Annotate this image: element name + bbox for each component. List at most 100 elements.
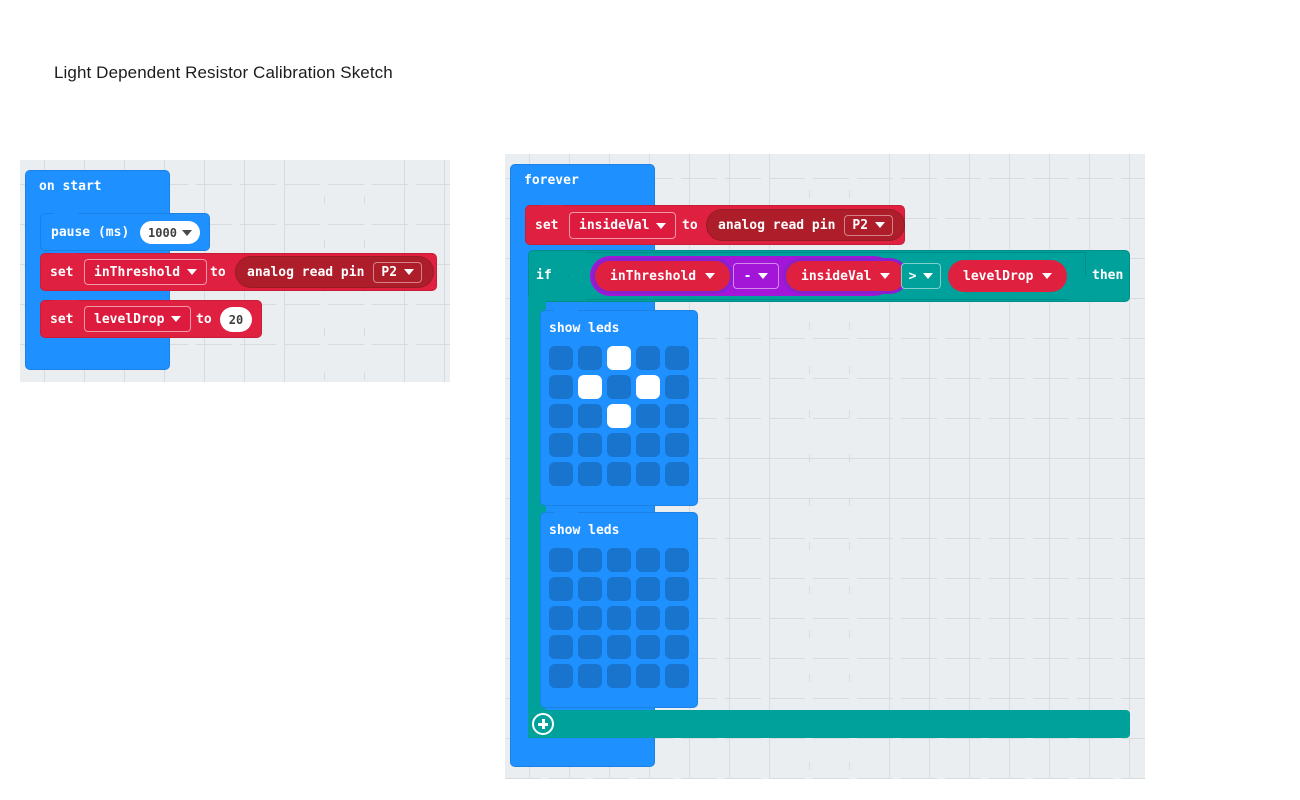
led-cell-3-3[interactable] — [636, 433, 660, 457]
led-cell-0-1[interactable] — [578, 346, 602, 370]
led-cell-0-1[interactable] — [578, 548, 602, 572]
led-cell-0-0[interactable] — [549, 346, 573, 370]
led-cell-1-2[interactable] — [607, 375, 631, 399]
led-cell-2-0[interactable] — [549, 404, 573, 428]
led-cell-4-0[interactable] — [549, 462, 573, 486]
led-cell-1-1[interactable] — [578, 375, 602, 399]
led-cell-4-4[interactable] — [665, 664, 689, 688]
led-cell-3-1[interactable] — [578, 635, 602, 659]
block-notch — [54, 300, 78, 306]
led-cell-3-4[interactable] — [665, 635, 689, 659]
set-keyword: set — [50, 265, 74, 280]
led-matrix-1[interactable] — [549, 346, 689, 486]
led-cell-1-0[interactable] — [549, 577, 573, 601]
led-cell-0-0[interactable] — [549, 548, 573, 572]
led-cell-3-0[interactable] — [549, 433, 573, 457]
variable-name: inThreshold — [94, 264, 181, 280]
led-cell-2-1[interactable] — [578, 404, 602, 428]
chevron-down-icon — [705, 273, 716, 279]
led-cell-4-1[interactable] — [578, 664, 602, 688]
variable-reporter-leveldrop[interactable]: levelDrop — [948, 260, 1068, 292]
pin-value: P2 — [852, 217, 869, 233]
led-cell-3-2[interactable] — [607, 635, 631, 659]
variable-reporter-inthreshold[interactable]: inThreshold — [595, 261, 731, 291]
led-cell-4-3[interactable] — [636, 462, 660, 486]
variable-dropdown-insideval[interactable]: insideVal — [569, 212, 677, 239]
leveldrop-value-field[interactable]: 20 — [220, 307, 252, 332]
block-notch — [554, 512, 578, 518]
variable-reporter-insideval[interactable]: insideVal — [786, 261, 906, 291]
led-cell-0-4[interactable] — [665, 346, 689, 370]
add-else-plus-icon[interactable] — [532, 713, 554, 735]
led-cell-4-4[interactable] — [665, 462, 689, 486]
block-set-leveldrop[interactable]: set levelDrop to 20 — [40, 300, 262, 338]
variable-name: levelDrop — [963, 268, 1034, 284]
led-cell-2-2[interactable] — [607, 606, 631, 630]
variable-name: insideVal — [801, 268, 872, 284]
comparison-operator: > — [908, 268, 917, 284]
block-analog-read-pin[interactable]: analog read pin P2 — [706, 209, 906, 241]
led-cell-2-1[interactable] — [578, 606, 602, 630]
chevron-down-icon — [404, 269, 415, 275]
led-cell-3-4[interactable] — [665, 433, 689, 457]
if-keyword: if — [536, 268, 552, 283]
block-set-insideval[interactable]: set insideVal to analog read pin P2 — [525, 205, 906, 245]
led-cell-4-3[interactable] — [636, 664, 660, 688]
led-cell-1-4[interactable] — [665, 577, 689, 601]
variable-name: insideVal — [579, 218, 650, 233]
led-cell-2-2[interactable] — [607, 404, 631, 428]
block-pause[interactable]: pause (ms) 1000 — [40, 213, 210, 251]
led-cell-0-3[interactable] — [636, 548, 660, 572]
led-cell-0-3[interactable] — [636, 346, 660, 370]
led-cell-2-4[interactable] — [665, 606, 689, 630]
if-footer-bar[interactable] — [528, 710, 1130, 738]
block-arithmetic-subtract[interactable]: inThreshold - insideVal — [590, 256, 906, 296]
led-cell-2-3[interactable] — [636, 404, 660, 428]
led-cell-3-1[interactable] — [578, 433, 602, 457]
pause-value-field[interactable]: 1000 — [140, 221, 200, 244]
led-cell-2-3[interactable] — [636, 606, 660, 630]
block-analog-read-pin[interactable]: analog read pin P2 — [235, 256, 435, 288]
show-leds-label: show leds — [549, 321, 620, 336]
led-cell-3-0[interactable] — [549, 635, 573, 659]
led-cell-1-1[interactable] — [578, 577, 602, 601]
led-cell-4-1[interactable] — [578, 462, 602, 486]
led-cell-1-3[interactable] — [636, 577, 660, 601]
block-notch — [54, 253, 78, 259]
set-keyword: set — [535, 218, 559, 233]
block-set-inthreshold[interactable]: set inThreshold to analog read pin P2 — [40, 253, 437, 291]
chevron-down-icon — [923, 273, 934, 279]
led-cell-1-3[interactable] — [636, 375, 660, 399]
led-cell-2-0[interactable] — [549, 606, 573, 630]
led-cell-0-4[interactable] — [665, 548, 689, 572]
pin-dropdown[interactable]: P2 — [844, 214, 894, 236]
led-cell-0-2[interactable] — [607, 548, 631, 572]
pin-dropdown[interactable]: P2 — [373, 261, 423, 283]
led-cell-1-2[interactable] — [607, 577, 631, 601]
led-cell-4-2[interactable] — [607, 462, 631, 486]
pin-value: P2 — [381, 264, 398, 280]
led-cell-2-4[interactable] — [665, 404, 689, 428]
led-cell-1-0[interactable] — [549, 375, 573, 399]
block-show-leds-2[interactable]: show leds — [540, 512, 698, 708]
led-cell-4-0[interactable] — [549, 664, 573, 688]
led-matrix-2[interactable] — [549, 548, 689, 688]
block-show-leds-1[interactable]: show leds — [540, 310, 698, 506]
show-leds-label: show leds — [549, 523, 620, 538]
led-cell-4-2[interactable] — [607, 664, 631, 688]
led-cell-1-4[interactable] — [665, 375, 689, 399]
comparison-operator-dropdown[interactable]: > — [901, 263, 941, 289]
arithmetic-operator-dropdown[interactable]: - — [733, 263, 779, 289]
arithmetic-operator: - — [743, 268, 752, 284]
analog-read-pin-label: analog read pin — [247, 264, 365, 280]
variable-dropdown-inthreshold[interactable]: inThreshold — [84, 259, 208, 285]
led-cell-0-2[interactable] — [607, 346, 631, 370]
variable-dropdown-leveldrop[interactable]: levelDrop — [84, 306, 192, 332]
variable-name: inThreshold — [610, 268, 697, 284]
block-notch — [554, 310, 578, 316]
led-cell-3-2[interactable] — [607, 433, 631, 457]
led-cell-3-3[interactable] — [636, 635, 660, 659]
chevron-down-icon — [1042, 273, 1053, 279]
leveldrop-value: 20 — [228, 312, 244, 327]
